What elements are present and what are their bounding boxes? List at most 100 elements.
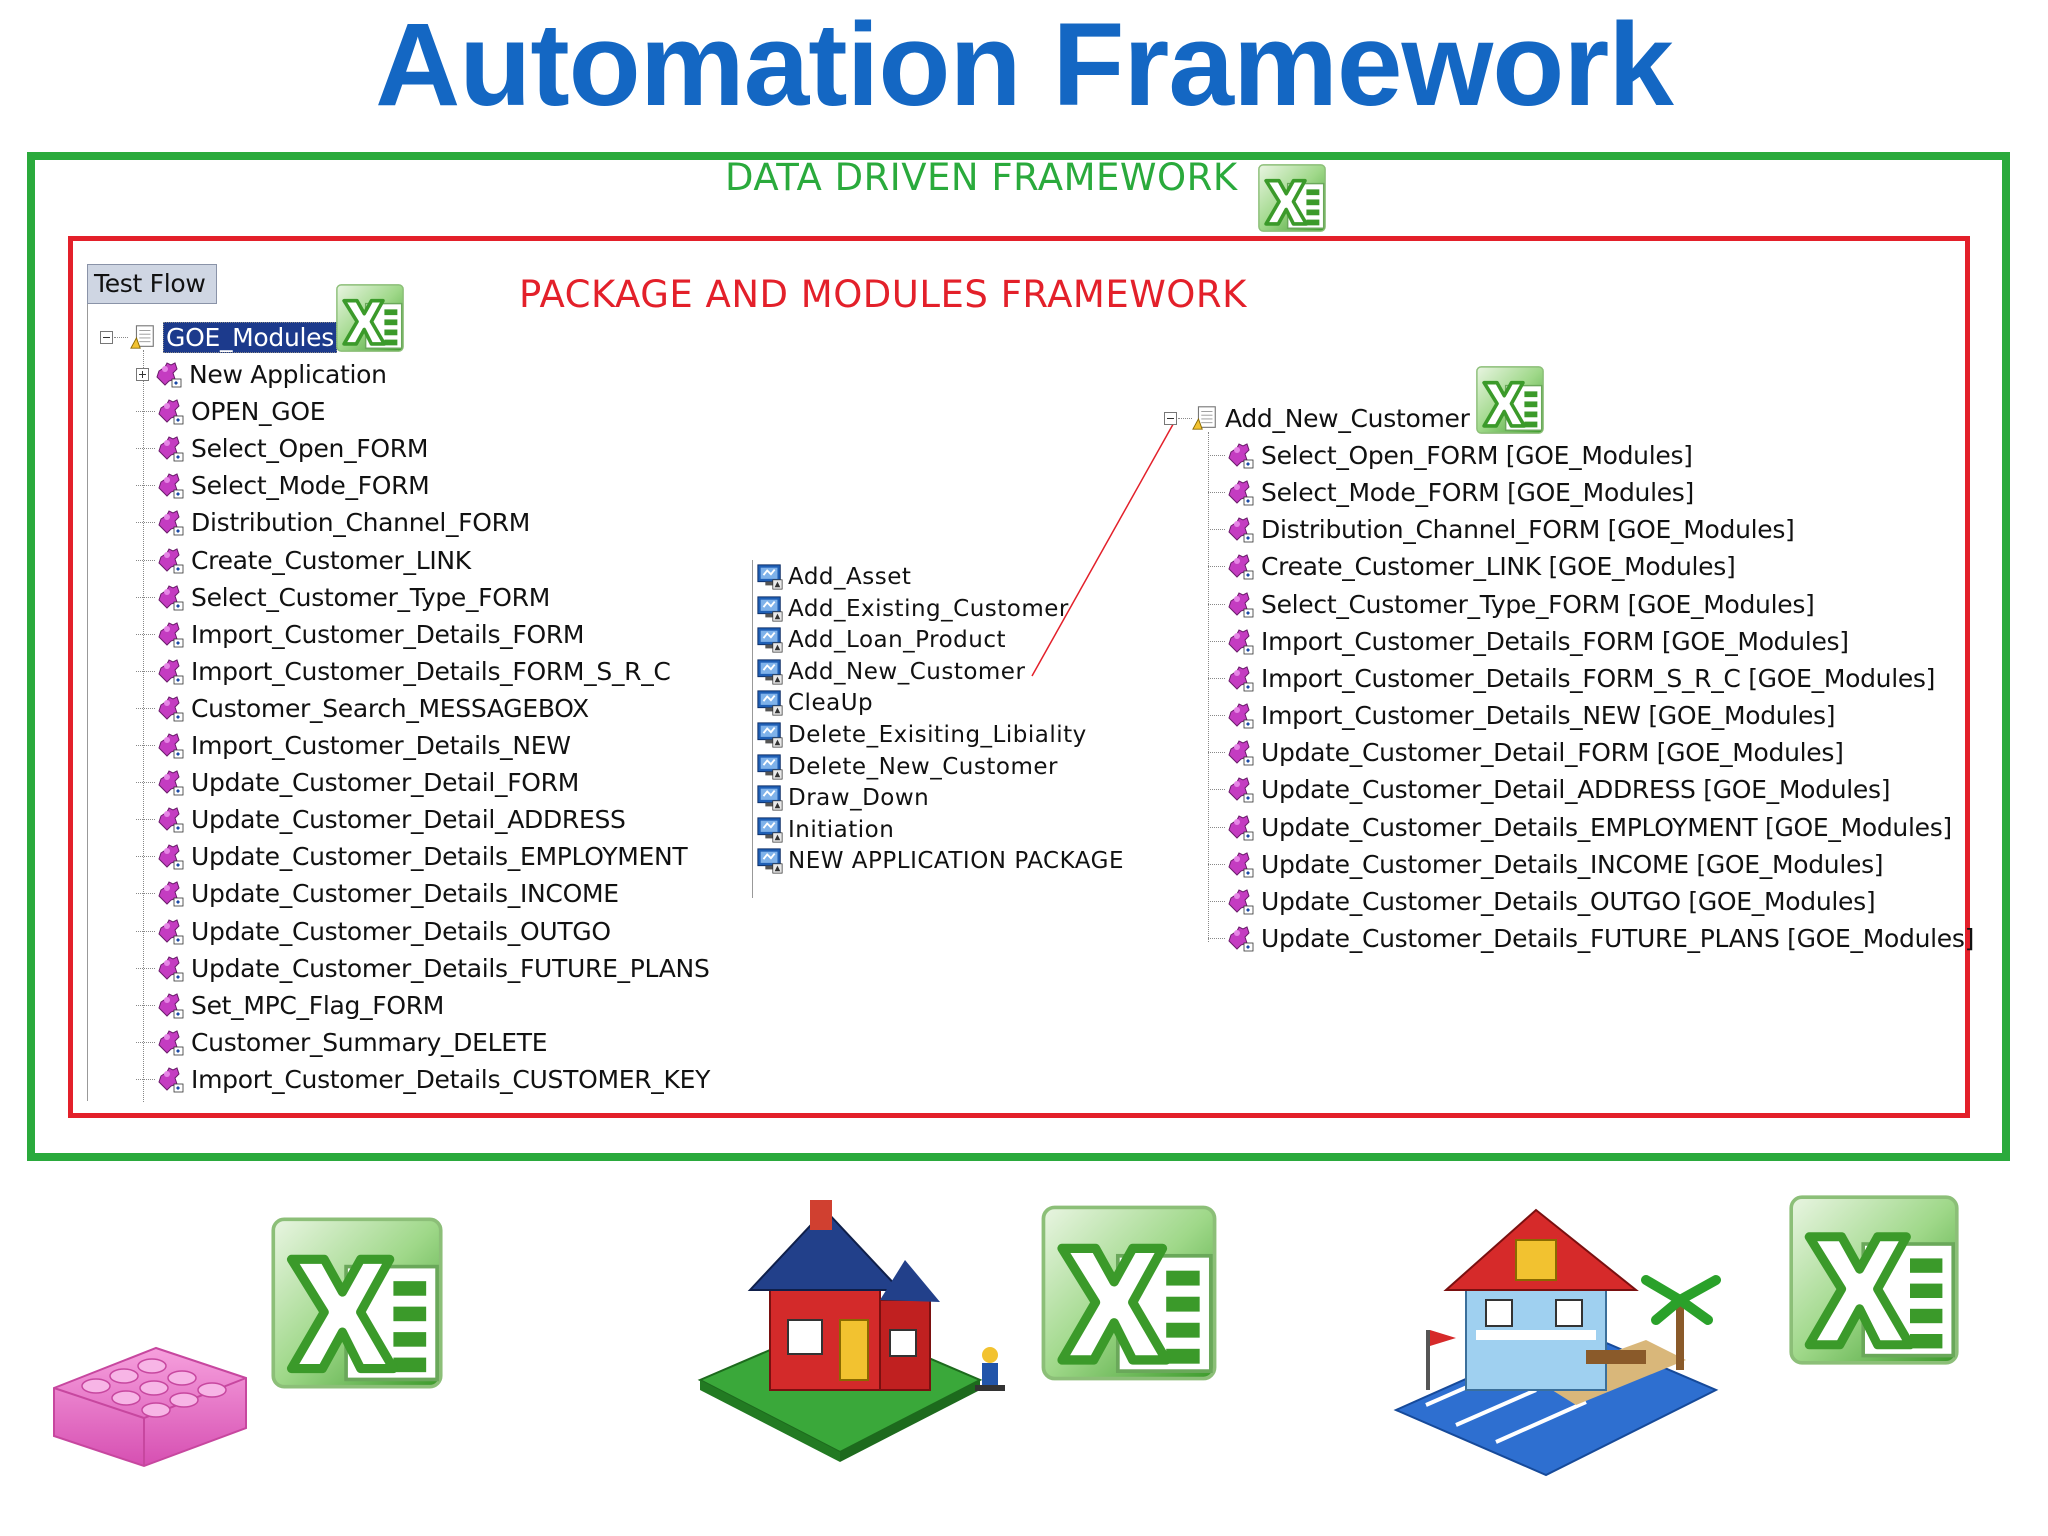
excel-icon — [1036, 1200, 1222, 1386]
tree-item[interactable]: Create_Customer_LINK [GOE_Modules] — [1208, 551, 1736, 581]
package-label: NEW APPLICATION PACKAGE — [788, 848, 1124, 874]
package-label: Initiation — [788, 817, 895, 843]
package-item[interactable]: Add_New_Customer — [756, 657, 1025, 687]
tree-item-label: Update_Customer_Detail_ADDRESS [GOE_Modu… — [1261, 774, 1891, 804]
package-label: Delete_New_Customer — [788, 754, 1058, 780]
tree-line — [1208, 432, 1209, 942]
tree-item[interactable]: Customer_Search_MESSAGEBOX — [136, 693, 589, 723]
tree-item-label: Select_Customer_Type_FORM [GOE_Modules] — [1261, 589, 1815, 619]
tree-item-label: Update_Customer_Details_EMPLOYMENT [GOE_… — [1261, 812, 1952, 842]
tree-item-label: Import_Customer_Details_FORM [GOE_Module… — [1261, 626, 1849, 656]
tree-item[interactable]: Update_Customer_Details_INCOME [GOE_Modu… — [1208, 849, 1884, 879]
package-item[interactable]: Initiation — [756, 815, 894, 845]
package-icon — [756, 721, 784, 749]
module-icon — [1225, 849, 1255, 879]
package-label: CleaUp — [788, 690, 874, 716]
excel-icon — [1784, 1190, 1964, 1370]
package-item[interactable]: Draw_Down — [756, 783, 929, 813]
module-icon — [1225, 514, 1255, 544]
tree-item[interactable]: Update_Customer_Details_OUTGO — [136, 916, 611, 946]
package-item[interactable]: Add_Existing_Customer — [756, 594, 1069, 624]
tree-item[interactable]: Import_Customer_Details_NEW — [136, 730, 571, 760]
module-icon — [155, 619, 185, 649]
tree-item[interactable]: Update_Customer_Details_FUTURE_PLANS — [136, 953, 710, 983]
tree-item[interactable]: Update_Customer_Details_FUTURE_PLANS [GO… — [1208, 923, 1974, 953]
tree-line — [143, 350, 144, 1102]
module-icon — [155, 730, 185, 760]
package-item[interactable]: CleaUp — [756, 688, 873, 718]
tree-item[interactable]: Update_Customer_Detail_FORM — [136, 767, 579, 797]
tree-item[interactable]: Select_Customer_Type_FORM — [136, 582, 550, 612]
tree-item[interactable]: Update_Customer_Details_EMPLOYMENT [GOE_… — [1208, 812, 1952, 842]
tree-item[interactable]: Import_Customer_Details_NEW [GOE_Modules… — [1208, 700, 1836, 730]
module-icon — [155, 507, 185, 537]
module-icon — [155, 1027, 185, 1057]
tree-item[interactable]: Update_Customer_Detail_FORM [GOE_Modules… — [1208, 737, 1844, 767]
package-item[interactable]: Add_Loan_Product — [756, 625, 1006, 655]
package-item[interactable]: Delete_Exisiting_Libiality — [756, 720, 1087, 750]
tree-item[interactable]: Set_MPC_Flag_FORM — [136, 990, 444, 1020]
module-icon — [155, 396, 185, 426]
tree-item[interactable]: Update_Customer_Details_EMPLOYMENT — [136, 841, 688, 871]
tree-item-label: Select_Mode_FORM — [191, 470, 430, 500]
module-icon — [155, 693, 185, 723]
tree-item-label: Select_Open_FORM — [191, 433, 429, 463]
lego-beach-house-icon — [1386, 1180, 1766, 1480]
expand-icon[interactable] — [136, 367, 149, 381]
tree-item[interactable]: Update_Customer_Details_INCOME — [136, 878, 619, 908]
tree-root-add-new-customer[interactable]: Add_New_Customer — [1164, 403, 1470, 433]
tree-item-label: Update_Customer_Details_INCOME — [191, 878, 619, 908]
module-icon — [155, 916, 185, 946]
collapse-icon[interactable] — [1164, 411, 1177, 425]
tree-item[interactable]: Create_Customer_LINK — [136, 545, 471, 575]
module-icon — [155, 990, 185, 1020]
tree-item-label: Update_Customer_Details_FUTURE_PLANS — [191, 953, 710, 983]
tree-item[interactable]: New Application — [136, 359, 387, 389]
tree-item[interactable]: Update_Customer_Detail_ADDRESS [GOE_Modu… — [1208, 774, 1890, 804]
excel-icon — [266, 1212, 448, 1394]
tree-item[interactable]: Import_Customer_Details_FORM — [136, 619, 584, 649]
page-title: Automation Framework — [375, 0, 1674, 131]
package-item[interactable]: Add_Asset — [756, 562, 911, 592]
package-icon — [756, 658, 784, 686]
tree-item[interactable]: Distribution_Channel_FORM — [136, 507, 530, 537]
tree-item-label: Update_Customer_Detail_ADDRESS — [191, 804, 626, 834]
tree-item-label: Import_Customer_Details_FORM_S_R_C — [191, 656, 671, 686]
module-icon — [1225, 477, 1255, 507]
package-icon — [756, 563, 784, 591]
module-icon — [155, 656, 185, 686]
tab-test-flow[interactable]: Test Flow — [87, 264, 217, 304]
package-label: Add_New_Customer — [788, 659, 1026, 685]
tree-item[interactable]: Import_Customer_Details_FORM_S_R_C — [136, 656, 671, 686]
tree-item[interactable]: Select_Open_FORM [GOE_Modules] — [1208, 440, 1693, 470]
tree-root-goe-modules[interactable]: GOE_Modules — [100, 321, 337, 353]
package-item[interactable]: Delete_New_Customer — [756, 752, 1058, 782]
tree-item[interactable]: OPEN_GOE — [136, 396, 326, 426]
tree-item[interactable]: Import_Customer_Details_CUSTOMER_KEY — [136, 1064, 710, 1094]
tree-item-label: Import_Customer_Details_CUSTOMER_KEY — [191, 1064, 711, 1094]
module-icon — [1225, 589, 1255, 619]
tree-item[interactable]: Distribution_Channel_FORM [GOE_Modules] — [1208, 514, 1795, 544]
tree-item[interactable]: Customer_Summary_DELETE — [136, 1027, 547, 1057]
package-label: Add_Loan_Product — [788, 627, 1007, 653]
module-icon — [1225, 886, 1255, 916]
tree-item[interactable]: Select_Mode_FORM [GOE_Modules] — [1208, 477, 1694, 507]
collapse-icon[interactable] — [100, 330, 113, 344]
package-label: Add_Asset — [788, 564, 912, 590]
tree-item[interactable]: Select_Open_FORM — [136, 433, 428, 463]
package-icon — [756, 753, 784, 781]
module-icon — [155, 433, 185, 463]
module-icon — [1225, 663, 1255, 693]
tree-item[interactable]: Update_Customer_Details_OUTGO [GOE_Modul… — [1208, 886, 1876, 916]
package-item[interactable]: NEW APPLICATION PACKAGE — [756, 846, 1124, 876]
package-modules-frame — [68, 236, 1970, 1118]
tree-item-label: Update_Customer_Details_OUTGO [GOE_Modul… — [1261, 886, 1876, 916]
tree-item[interactable]: Import_Customer_Details_FORM_S_R_C [GOE_… — [1208, 663, 1935, 693]
tree-item[interactable]: Import_Customer_Details_FORM [GOE_Module… — [1208, 626, 1849, 656]
tree-item[interactable]: Select_Mode_FORM — [136, 470, 430, 500]
package-label: Draw_Down — [788, 785, 930, 811]
tree-item[interactable]: Select_Customer_Type_FORM [GOE_Modules] — [1208, 589, 1815, 619]
tree-item[interactable]: Update_Customer_Detail_ADDRESS — [136, 804, 626, 834]
module-icon — [1225, 923, 1255, 953]
tree-item-label: Distribution_Channel_FORM [GOE_Modules] — [1261, 514, 1795, 544]
